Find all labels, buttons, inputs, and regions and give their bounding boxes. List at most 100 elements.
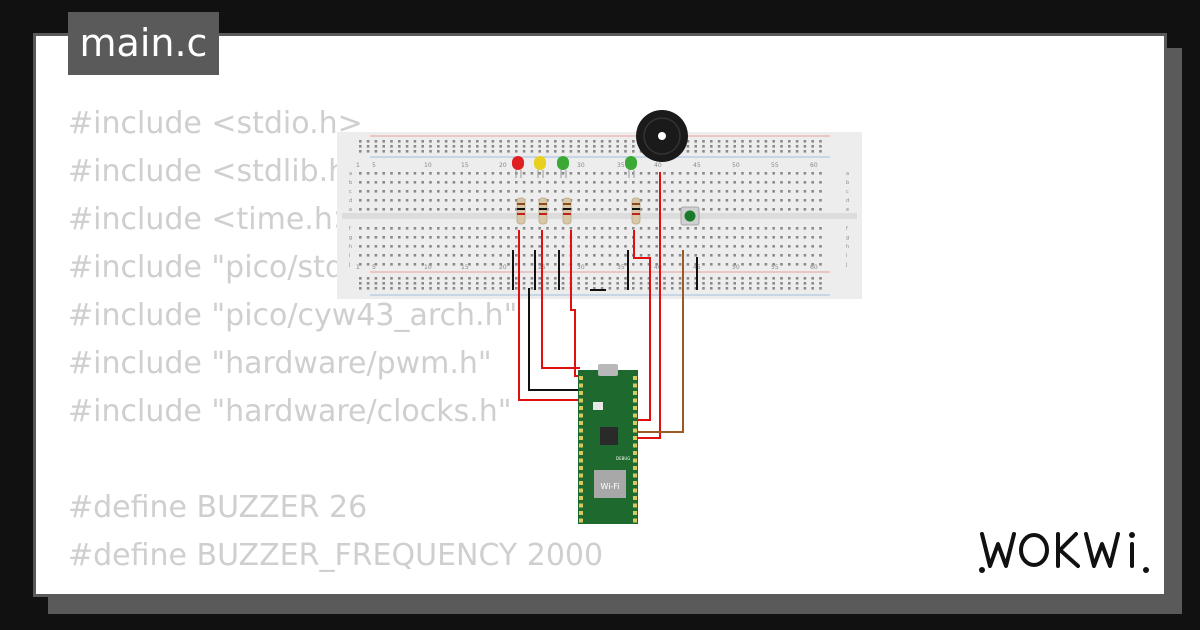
breadboard-hole: [764, 245, 768, 248]
breadboard-hole: [678, 282, 682, 285]
breadboard-hole: [405, 181, 409, 184]
breadboard-hole: [413, 190, 417, 193]
breadboard-hole: [710, 254, 713, 257]
breadboard-hole: [616, 190, 619, 193]
breadboard-hole: [795, 145, 799, 148]
breadboard-hole: [694, 150, 697, 153]
breadboard-hole: [499, 227, 502, 230]
led-green[interactable]: [557, 156, 569, 178]
breadboard-hole: [803, 172, 807, 175]
breadboard-hole: [577, 208, 580, 211]
breadboard-hole: [359, 287, 362, 290]
breadboard-hole: [678, 190, 682, 193]
breadboard-hole: [803, 236, 807, 239]
column-number: 20: [499, 264, 507, 271]
breadboard-hole: [749, 254, 752, 257]
breadboard-hole: [554, 208, 557, 211]
breadboard-hole: [811, 277, 814, 280]
breadboard-hole: [366, 236, 370, 239]
breadboard-hole: [382, 263, 385, 266]
breadboard-hole: [678, 199, 682, 202]
breadboard-hole: [811, 172, 814, 175]
resistor[interactable]: [631, 197, 641, 225]
breadboard-hole: [530, 140, 534, 143]
breadboard-hole: [678, 172, 682, 175]
breadboard-hole: [608, 254, 612, 257]
resistor[interactable]: [562, 197, 572, 225]
breadboard-hole: [499, 190, 502, 193]
breadboard-hole: [725, 172, 729, 175]
breadboard-hole: [374, 282, 378, 285]
breadboard-hole: [593, 277, 596, 280]
breadboard-hole: [717, 277, 721, 280]
breadboard-hole: [725, 282, 729, 285]
breadboard-hole: [788, 282, 791, 285]
breadboard-hole: [460, 287, 463, 290]
breadboard-hole: [398, 287, 401, 290]
breadboard-hole: [507, 254, 510, 257]
breadboard-hole: [476, 199, 479, 202]
breadboard-hole: [538, 236, 541, 239]
led-red[interactable]: [512, 156, 524, 178]
breadboard-hole: [600, 190, 604, 193]
resistor[interactable]: [538, 197, 548, 225]
breadboard-hole: [733, 245, 736, 248]
breadboard-hole: [733, 282, 736, 285]
breadboard-hole: [538, 190, 541, 193]
breadboard-hole: [538, 150, 541, 153]
column-number: 35: [617, 264, 625, 271]
breadboard-hole: [359, 263, 362, 266]
pico-board[interactable]: Wi-Fi DEBUG: [578, 364, 638, 524]
breadboard-hole: [632, 263, 635, 266]
file-tab[interactable]: main.c: [68, 12, 219, 75]
breadboard-hole: [398, 181, 401, 184]
resistor-band: [563, 208, 571, 210]
breadboard-hole: [600, 172, 604, 175]
breadboard-hole: [717, 181, 721, 184]
breadboard-hole: [780, 245, 783, 248]
breadboard-hole: [569, 172, 573, 175]
breadboard-hole: [491, 172, 495, 175]
breadboard-hole: [437, 208, 440, 211]
buzzer[interactable]: [636, 110, 688, 162]
row-letters: a b c d e f g h i j a b c d e f g h i j: [348, 171, 849, 268]
resistor-band: [563, 213, 571, 215]
breadboard-hole: [530, 263, 534, 266]
breadboard-hole: [538, 254, 541, 257]
breadboard-hole: [647, 254, 651, 257]
breadboard-hole: [538, 263, 541, 266]
breadboard-hole: [452, 227, 456, 230]
breadboard-hole: [421, 287, 424, 290]
breadboard-hole: [421, 181, 424, 184]
breadboard-hole: [772, 254, 775, 257]
breadboard-hole: [483, 236, 487, 239]
breadboard-hole: [803, 287, 807, 290]
breadboard-hole: [515, 150, 518, 153]
breadboard-hole: [741, 277, 744, 280]
breadboard-hole: [702, 190, 705, 193]
breadboard-hole: [710, 245, 713, 248]
breadboard-hole: [756, 245, 760, 248]
push-button[interactable]: [680, 206, 700, 226]
breadboard-hole: [460, 145, 463, 148]
breadboard-hole: [616, 263, 619, 266]
breadboard-hole: [413, 145, 417, 148]
breadboard-hole: [655, 282, 658, 285]
breadboard-hole: [639, 181, 643, 184]
breadboard-hole: [530, 236, 534, 239]
breadboard-hole: [359, 140, 362, 143]
pico-pin: [579, 413, 583, 418]
breadboard-hole: [803, 254, 807, 257]
breadboard-hole: [468, 287, 471, 290]
led-green[interactable]: [625, 156, 637, 178]
led-yellow[interactable]: [534, 156, 546, 178]
pico-pin: [633, 458, 637, 463]
breadboard-hole: [702, 277, 705, 280]
breadboard-hole: [468, 277, 471, 280]
breadboard-hole: [725, 245, 729, 248]
resistor[interactable]: [516, 197, 526, 225]
breadboard-hole: [694, 287, 697, 290]
breadboard-hole: [507, 190, 510, 193]
breadboard-hole: [382, 287, 385, 290]
breadboard-hole: [382, 236, 385, 239]
